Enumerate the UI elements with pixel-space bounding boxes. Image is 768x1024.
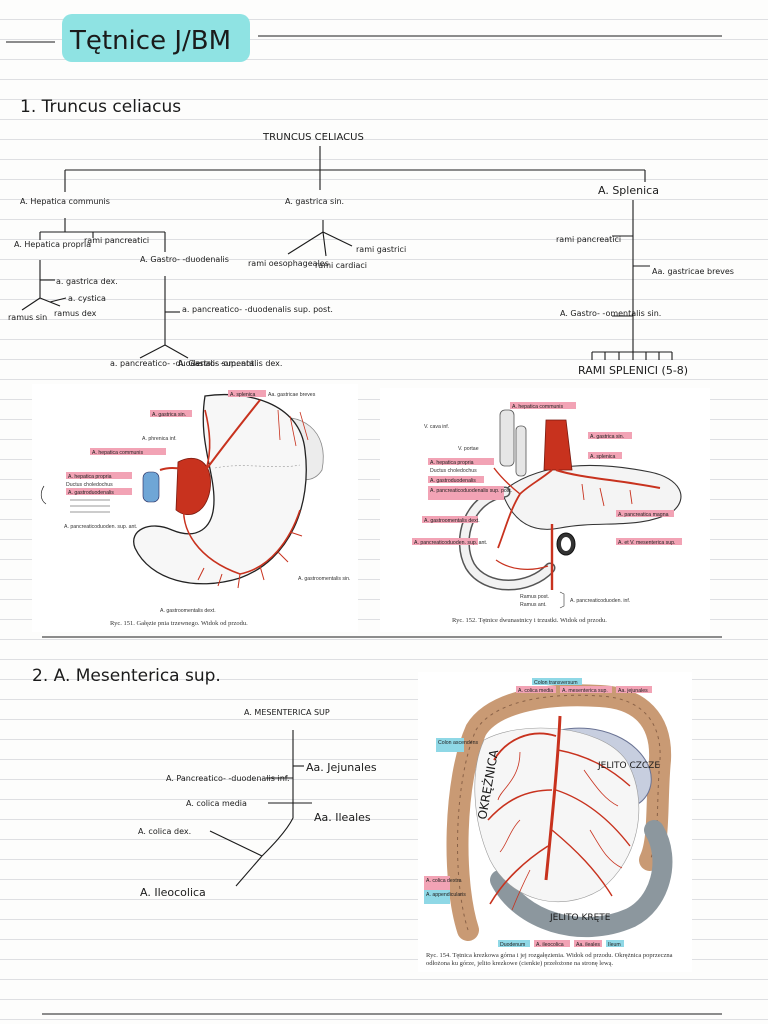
fig151-label-gastrica-sin: A. gastrica sin.	[152, 412, 186, 418]
fig154-label-ileum: Ileum	[608, 942, 621, 948]
ramus-dex-label: ramus dex	[54, 309, 97, 318]
fig154-caption: Ryc. 154. Tętnica krezkowa górna i jej r…	[426, 952, 673, 967]
fig151-label-gastroomentalis-dex: A. gastroomentalis dext.	[160, 608, 216, 614]
fig152-label-v-portae: V. portae	[458, 446, 479, 452]
fig154-label-jejunales: Aa. jejunales	[618, 688, 648, 694]
jejunales-label: Aa. Jejunales	[306, 761, 377, 774]
fig154-label-ileales: Aa. ileales	[576, 942, 600, 948]
fig151-label-ductus-choledochus: Ductus choledochus	[66, 482, 113, 488]
rami-pancreatici-small-label: rami pancreatici	[84, 236, 149, 245]
mesenterica-tree: A. MESENTERICA SUP Aa. Jejunales A. Panc…	[138, 708, 377, 899]
ramus-sin-label: ramus sin	[8, 313, 47, 322]
fig152-caption: Ryc. 152. Tętnice dwunastnicy i trzustki…	[452, 617, 607, 624]
colica-dex-label: A. colica dex.	[138, 827, 191, 836]
fig152-label-ramus-post: Ramus post.	[520, 594, 549, 600]
fig152-label-hepatica-propria: A. hepatica propria	[430, 460, 474, 466]
colica-media-label: A. colica media	[186, 799, 247, 808]
gastricae-breves-label: Aa. gastricae breves	[652, 267, 734, 276]
rami-pancreatici-label: rami pancreatici	[556, 235, 621, 244]
fig152-label-vena-cava: V. cava inf.	[424, 424, 449, 430]
fig154-label-colon-ascendens: Colon ascendens	[438, 740, 478, 746]
fig152-label-panc-duod-inf: A. pancreaticoduoden. inf.	[570, 598, 630, 604]
ileocolica-label: A. Ileocolica	[140, 886, 206, 899]
ileum-outline	[490, 820, 673, 938]
gastrica-dex-label: a. gastrica dex.	[56, 277, 118, 286]
fig152-label-gastroomentalis-dex: A. gastroomentalis dext.	[424, 518, 480, 524]
gastroomentalis-sin-label: A. Gastro- -omentalis sin.	[560, 309, 661, 318]
figure-151: A. splenica Aa. gastricae breves A. gast…	[32, 384, 358, 632]
section1-heading: 1. Truncus celiacus	[20, 97, 181, 117]
fig154-label-colica-media: A. colica media	[518, 688, 553, 694]
splenica-label: A. Splenica	[598, 184, 659, 197]
fig152-label-gastroduodenalis: A. gastroduodenalis	[430, 478, 476, 484]
gastroomentalis-dex-label: A. Gastro- -omentalis dex.	[178, 359, 282, 368]
stomach-outline	[133, 393, 307, 585]
gastroduodenalis-label: A. Gastro- -duodenalis	[140, 255, 229, 264]
rami-oesophageales-label: rami oesophageales	[248, 259, 329, 268]
fig154-label-colica-dextra: A. colica dextra	[426, 878, 462, 884]
cystica-label: a. cystica	[68, 294, 106, 303]
fig152-label-mesenterica-sup: A. et V. mesenterica sup.	[618, 540, 675, 546]
fig151-caption: Ryc. 151. Gałęzie pnia trzewnego. Widok …	[110, 620, 248, 627]
fig154-label-colon-transversum: Colon transversum	[534, 680, 578, 686]
tree-root-label: TRUNCUS CELIACUS	[262, 132, 364, 143]
fig154-label-mesenterica-sup: A. mesenterica sup.	[562, 688, 608, 694]
fig152-label-panc-duod-sup-ant: A. pancreaticoduoden. sup. ant.	[414, 540, 487, 546]
panc-duod-sup-post-label: a. pancreatico- -duodenalis sup. post.	[182, 305, 333, 314]
ileales-label: Aa. Ileales	[314, 811, 371, 824]
celiac-trunk-tree: TRUNCUS CELIACUS A. Hepatica communis A.…	[8, 132, 734, 377]
fig154-caption-box: Ryc. 154. Tętnica krezkowa górna i jej r…	[426, 952, 673, 967]
figure-154: OKRĘŻNICA JELITO CZCZE JELITO KRĘTE Colo…	[418, 672, 692, 972]
fig151-label-gastroduodenalis: A. gastroduodenalis	[68, 490, 114, 496]
rami-splenici-label: RAMI SPLENICI (5-8)	[578, 364, 688, 377]
title-highlight	[62, 14, 250, 62]
title-block: Tętnice J/BM	[6, 14, 722, 62]
fig152-label-gastrica-sin: A. gastrica sin.	[590, 434, 624, 440]
fig154-label-appendicularis: A. appendicularis	[426, 892, 466, 898]
panc-duod-inf-label: A. Pancreatico- -duodenalis inf.	[166, 774, 290, 783]
mesenterica-root-label: A. MESENTERICA SUP	[244, 708, 330, 717]
gastrica-sin-label: A. gastrica sin.	[285, 197, 344, 206]
hepatica-propria-label: A. Hepatica propria	[14, 240, 91, 249]
rami-gastrici-label: rami gastrici	[356, 245, 406, 254]
page-title: Tętnice J/BM	[69, 26, 231, 56]
fig151-label-splenica: A. splenica	[230, 392, 255, 398]
fig152-label-hepatica-communis: A. hepatica communis	[512, 404, 563, 410]
fig151-label-gastricae-breves: Aa. gastricae breves	[268, 392, 316, 398]
fig152-label-splenica: A. splenica	[590, 454, 615, 460]
fig152-label-ramus-ant: Ramus ant.	[520, 602, 547, 608]
fig151-label-phrenica-inf: A. phrenica inf.	[142, 436, 177, 442]
fig154-jelito-czcze: JELITO CZCZE	[597, 761, 660, 771]
fig152-label-panc-duod-sup-post: A. pancreaticoduodenalis sup. post.	[430, 488, 512, 494]
fig154-label-duodenum: Duodenum	[500, 942, 525, 948]
fig151-label-hepatica-propria: A. hepatica propria	[68, 474, 112, 480]
fig154-label-ileocolica: A. ileocolica	[536, 942, 564, 948]
rami-cardiaci-label: rami cardiaci	[315, 261, 367, 270]
section2-heading: 2. A. Mesenterica sup.	[32, 666, 221, 686]
panc-duod-sup-ant-label: a. pancreatico- -duodenalis sup. ant.	[110, 359, 257, 368]
fig151-label-hepatica-communis: A. hepatica communis	[92, 450, 143, 456]
fig151-label-panc-duod-sup-ant: A. pancreaticoduoden. sup. ant.	[64, 524, 137, 530]
figure-152: A. hepatica communis V. cava inf. A. gas…	[380, 388, 710, 632]
fig152-label-pancreatica-magna: A. pancreatica magna	[618, 512, 669, 518]
hepatica-communis-label: A. Hepatica communis	[20, 197, 110, 206]
fig154-jelito-krete: JELITO KRĘTE	[549, 913, 611, 923]
fig152-label-ductus-choledochus: Ductus choledochus	[430, 468, 477, 474]
fig151-label-gastroomentalis-sin: A. gastroomentalis sin.	[298, 576, 350, 582]
